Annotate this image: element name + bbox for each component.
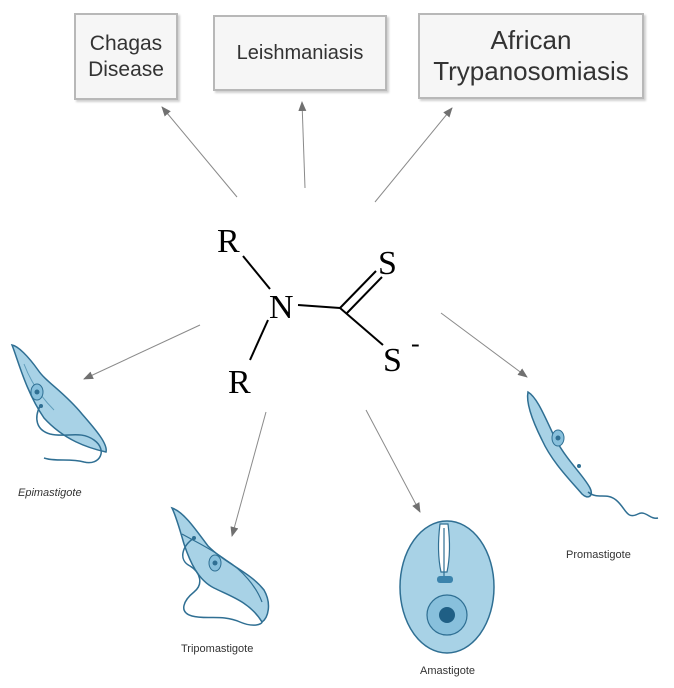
arrow-to-tripomastigote <box>230 411 267 537</box>
promastigote-illustration <box>526 390 659 519</box>
atom-sulfur-single: S <box>383 342 402 379</box>
negative-charge: - <box>411 329 420 358</box>
bond-n-c <box>297 304 341 309</box>
disease-label-chagas: Chagas Disease <box>88 32 164 81</box>
epimastigote-illustration <box>10 344 107 464</box>
amastigote-illustration <box>399 520 495 654</box>
disease-box-leishmaniasis: Leishmaniasis <box>213 15 387 91</box>
atom-sulfur-double: S <box>378 245 397 282</box>
arrow-to-chagas <box>161 106 238 198</box>
disease-box-chagas: Chagas Disease <box>74 13 178 100</box>
arrow-to-epimastigote <box>83 324 201 380</box>
atom-r-bottom: R <box>228 364 251 401</box>
atom-r-top: R <box>217 223 240 260</box>
stage-label-amastigote: Amastigote <box>420 665 476 677</box>
bond-r-top-n <box>242 255 271 290</box>
disease-box-african-trypanosomiasis: African Trypanosomiasis <box>418 13 644 99</box>
disease-label-leishmaniasis: Leishmaniasis <box>236 42 364 64</box>
bond-c-s-double-b <box>346 276 383 314</box>
arrow-to-african <box>374 107 453 203</box>
stage-label-promastigote: Promastigote <box>566 549 631 561</box>
bond-c-s-single <box>339 307 384 346</box>
bond-c-s-double-a <box>339 270 377 309</box>
dithiocarbamate-molecule: R N R S S - <box>217 223 420 401</box>
bond-n-r-bottom <box>249 319 269 361</box>
atom-nitrogen: N <box>269 289 294 326</box>
stage-label-tripomastigote: Tripomastigote <box>181 643 254 655</box>
arrow-to-amastigote <box>365 409 421 513</box>
arrow-to-leishmaniasis <box>298 101 307 189</box>
arrow-to-promastigote <box>440 312 528 378</box>
stage-label-epimastigote: Epimastigote <box>18 487 82 499</box>
disease-label-african-trypanosomiasis: African Trypanosomiasis <box>433 24 629 86</box>
tripomastigote-illustration <box>170 506 270 626</box>
